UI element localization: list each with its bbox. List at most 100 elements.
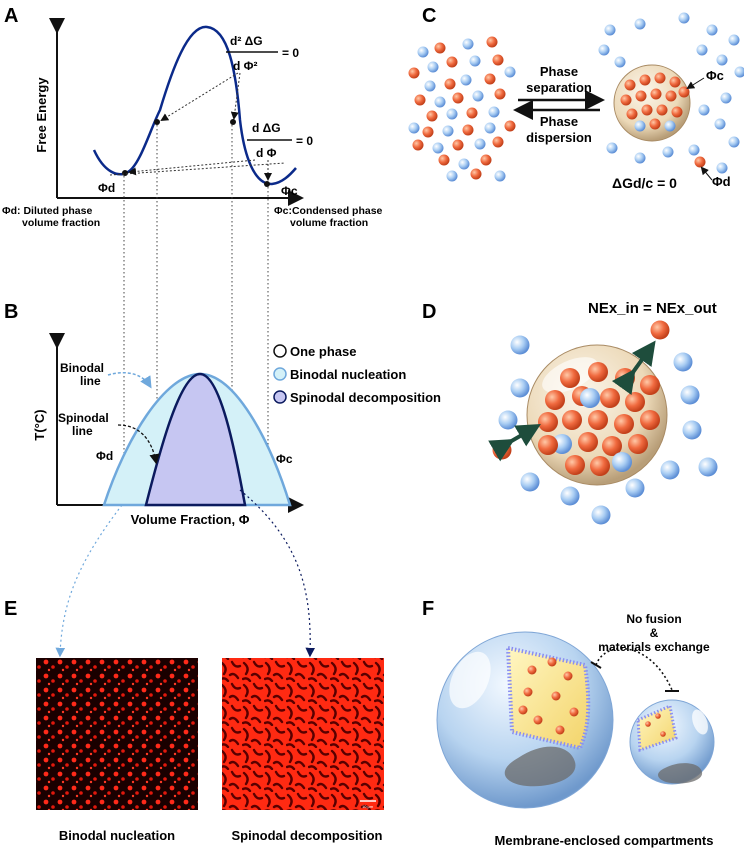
particle [432, 142, 444, 154]
temperature-label: T(°C) [32, 409, 47, 440]
particle [458, 158, 470, 170]
mixed-particles [408, 36, 516, 182]
condensed-particle [641, 104, 653, 116]
legend-phi-c-line1: Φc:Condensed phase [274, 205, 383, 217]
membrane-compartments-caption: Membrane-enclosed compartments [495, 833, 714, 848]
panel-a-letter: A [4, 5, 18, 27]
particle [484, 122, 496, 134]
phi-c-label-c: Φc [706, 68, 724, 83]
panel-d-letter: D [422, 301, 436, 323]
condensed-particle [639, 74, 651, 86]
particle [504, 120, 516, 132]
caption-spinodal: Spinodal decomposition [232, 828, 383, 843]
particle [446, 170, 458, 182]
eq2-numerator: d ΔG [252, 121, 281, 135]
particle [474, 138, 486, 150]
exchange-equation: NEx_in = NEx_out [588, 300, 717, 317]
condensed-particle-d [588, 410, 608, 430]
particle [446, 56, 458, 68]
point-phi-c [264, 181, 270, 187]
binodal-line-label1: Binodal [60, 361, 104, 375]
droplet-particles [620, 72, 690, 132]
outside-particle-d [560, 486, 580, 506]
condensed-particle [665, 90, 677, 102]
free-energy-curve [92, 25, 297, 186]
panel-d: D NEx_in = NEx_out [422, 300, 718, 525]
particle [434, 42, 446, 54]
legend-spinodal: Spinodal decomposition [290, 390, 441, 405]
particle [494, 170, 506, 182]
panel-f: F No fusion & materials exchange Membran… [422, 598, 715, 848]
phi-d-label-c: Φd [712, 174, 731, 189]
arrow-to-binodal-image [55, 504, 123, 658]
particle [417, 46, 429, 58]
panel-e-letter: E [4, 598, 17, 620]
dilute-particle [716, 162, 728, 174]
condensed-particle-d [602, 436, 622, 456]
inhibition-bar-left [590, 661, 602, 669]
phi-c-pointer [686, 77, 705, 90]
small-vesicle-particles [645, 713, 666, 737]
dilute-particle [698, 104, 710, 116]
outside-particle-d [510, 335, 530, 355]
eq2-arrow-left [128, 159, 256, 176]
dilute-particle [734, 66, 744, 78]
particle [444, 78, 456, 90]
dilute-particle [696, 44, 708, 56]
panel-a: A Free Energy d² ΔG d Φ² = 0 d ΔG d Φ = … [2, 5, 383, 229]
large-vesicle-particles [518, 657, 579, 735]
condensed-particle [620, 94, 632, 106]
particle [484, 73, 496, 85]
arrow-to-spinodal-image [239, 489, 316, 658]
condensed-particle [656, 104, 668, 116]
particle [452, 92, 464, 104]
dilute-particle [606, 142, 618, 154]
particle [470, 168, 482, 180]
eq1-denominator: d Φ² [233, 59, 258, 73]
spinodal-line-label1: Spinodal [58, 411, 109, 425]
particle [438, 154, 450, 166]
condensed-particle-d [560, 368, 580, 388]
ampersand-label: & [650, 626, 659, 640]
scale-bar-label: 10 μm [362, 804, 374, 809]
particle [460, 74, 472, 86]
particle [486, 36, 498, 48]
condensed-particle-d [580, 388, 600, 408]
vesicle-particle [555, 725, 565, 735]
condensed-particle [626, 108, 638, 120]
particle [480, 154, 492, 166]
particle [446, 108, 458, 120]
binodal-line-label2: line [80, 374, 101, 388]
condensed-particle-d [538, 412, 558, 432]
condensed-particle [671, 106, 683, 118]
eq1-arrow-right [230, 72, 241, 120]
condensed-particle [635, 90, 647, 102]
dilute-particle [662, 146, 674, 158]
free-energy-label: Free Energy [34, 77, 49, 153]
condensed-particle-d [545, 390, 565, 410]
common-tangent [109, 162, 286, 176]
condensed-particle [654, 72, 666, 84]
condensed-particle [649, 118, 661, 130]
particle [426, 110, 438, 122]
eq2-rhs: = 0 [296, 134, 313, 148]
particle [492, 54, 504, 66]
particle [469, 55, 481, 67]
spinodal-curve [144, 372, 247, 507]
inflection-left [154, 119, 160, 125]
condensed-particle-d [625, 392, 645, 412]
phi-d-label-b: Φd [96, 449, 113, 463]
dilute-particle [720, 92, 732, 104]
particle [408, 122, 420, 134]
particle [504, 66, 516, 78]
outside-particle-d [680, 385, 700, 405]
dilute-particle [728, 34, 740, 46]
dilute-particle [634, 18, 646, 30]
inflection-right [230, 119, 236, 125]
condensed-particle-d [588, 362, 608, 382]
exchange-arrow-in [488, 424, 541, 462]
condensed-particle-d [590, 456, 610, 476]
phi-d-pointer [700, 166, 713, 181]
dilute-particle [678, 12, 690, 24]
condensed-particle-d [628, 434, 648, 454]
